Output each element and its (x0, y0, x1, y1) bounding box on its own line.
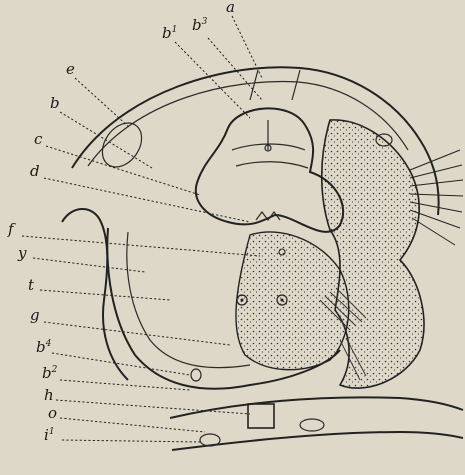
label-d: d (30, 162, 40, 180)
label-h: h (44, 386, 54, 404)
label-g: g (30, 306, 40, 324)
label-a: a (226, 0, 235, 16)
label-e: e (66, 60, 75, 78)
label-t: t (28, 276, 35, 294)
label-b: b (50, 94, 60, 112)
label-c: c (34, 130, 43, 148)
label-o: o (48, 404, 57, 422)
label-y: y (17, 244, 27, 262)
